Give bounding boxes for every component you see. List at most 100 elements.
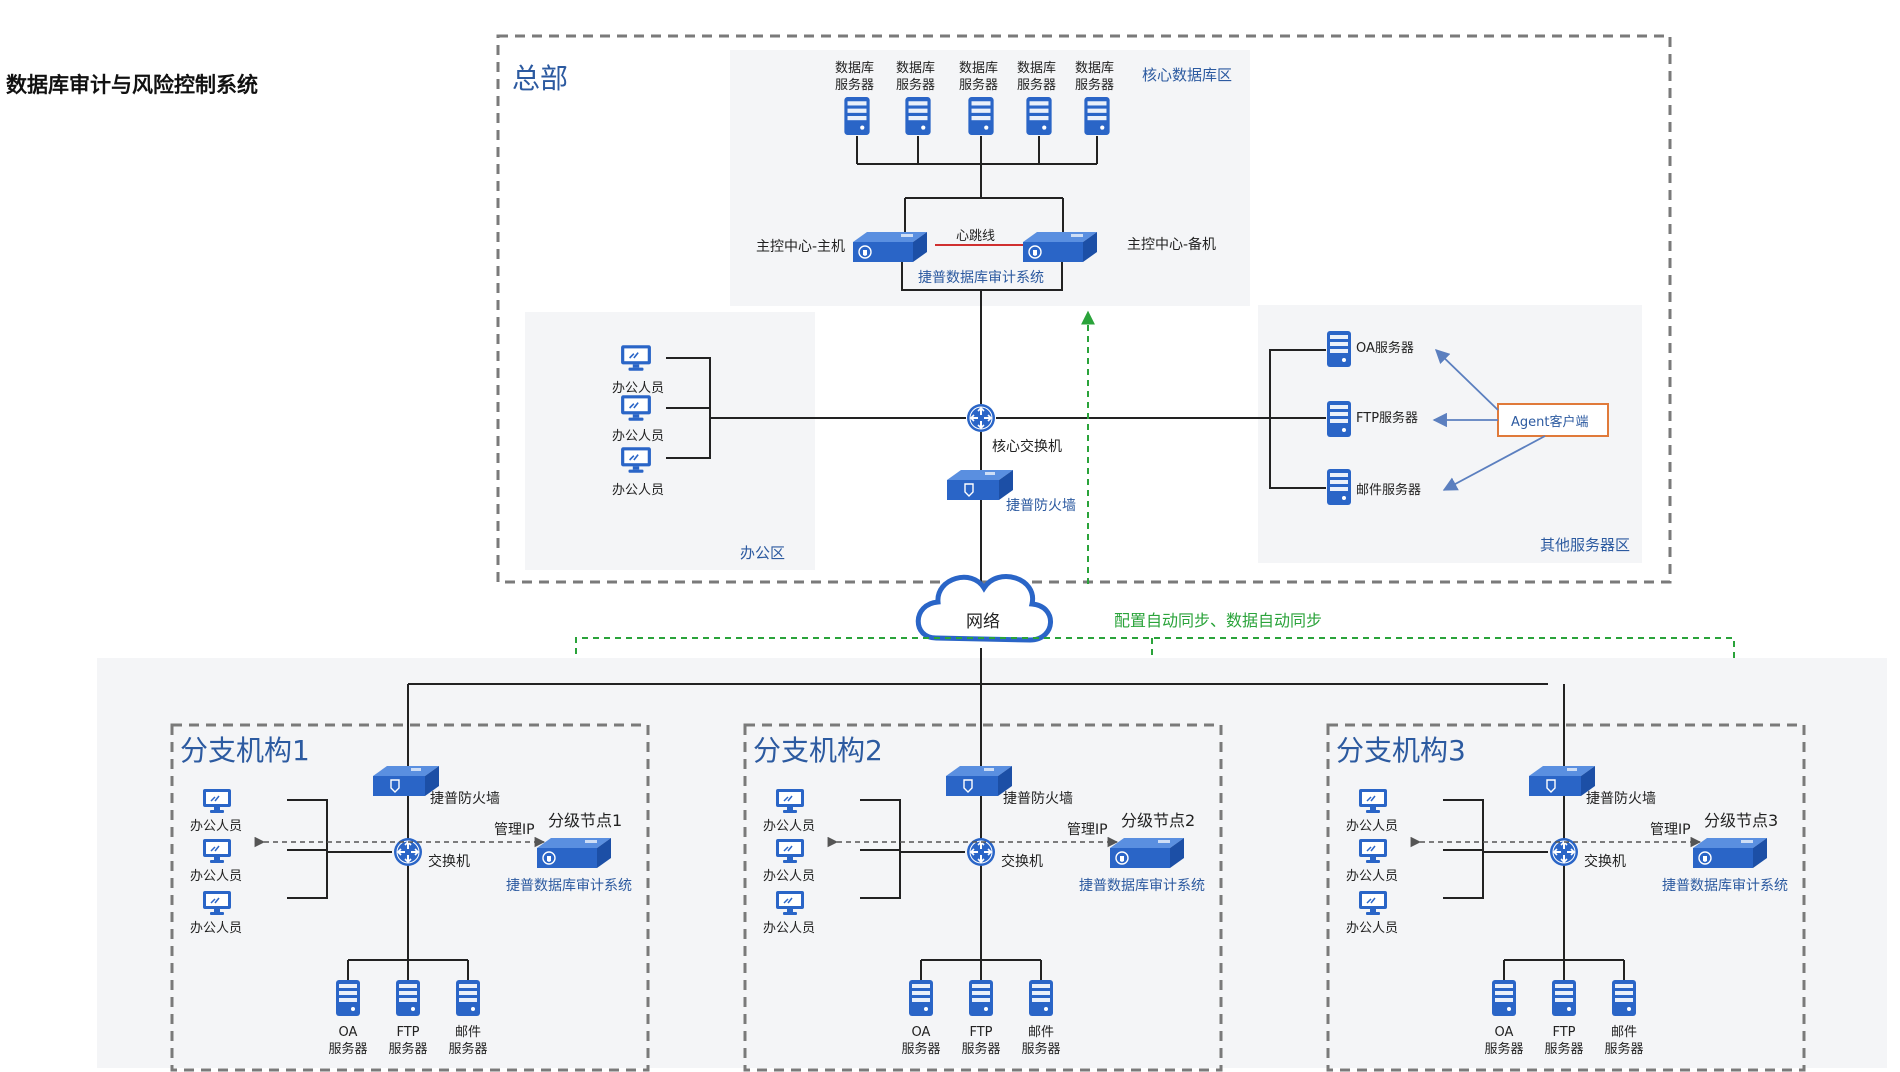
router-icon bbox=[966, 403, 996, 433]
branch-switch-label: 交换机 bbox=[428, 853, 470, 870]
oa-server-label: OA服务器 bbox=[1356, 340, 1414, 356]
server-icon bbox=[396, 980, 420, 1016]
audit-device-icon bbox=[536, 837, 612, 869]
office-staff-label: 办公人员 bbox=[763, 869, 815, 884]
branch-audit-label: 捷普数据库审计系统 bbox=[1079, 878, 1205, 894]
db-server-label-line2: 服务器 bbox=[896, 77, 935, 93]
branch-server-label-line1: OA bbox=[1495, 1025, 1514, 1040]
branch-server-label-line1: OA bbox=[912, 1025, 931, 1040]
db-server-label-line1: 数据库 bbox=[835, 60, 874, 76]
core-db-zone bbox=[730, 50, 1250, 306]
branch-node-label: 分级节点3 bbox=[1704, 811, 1778, 830]
branch-server-label-line2: 服务器 bbox=[1544, 1041, 1583, 1057]
hq-audit-system-label: 捷普数据库审计系统 bbox=[918, 270, 1044, 286]
other-servers-zone-label: 其他服务器区 bbox=[1540, 536, 1630, 554]
branch-node-label: 分级节点1 bbox=[548, 811, 622, 830]
branch-firewall-label: 捷普防火墙 bbox=[430, 791, 500, 807]
server-icon bbox=[1327, 469, 1351, 505]
server-icon bbox=[1029, 980, 1053, 1016]
server-icon bbox=[1612, 980, 1636, 1016]
branch-switch-label: 交换机 bbox=[1584, 853, 1626, 870]
office-staff-label: 办公人员 bbox=[1346, 819, 1398, 834]
branch-firewall-label: 捷普防火墙 bbox=[1003, 791, 1073, 807]
branch-server-label-line1: 邮件 bbox=[1028, 1025, 1054, 1040]
office-staff-label: 办公人员 bbox=[763, 819, 815, 834]
hq-zone: 总部 核心数据库区 办公区 其他服务器区 bbox=[496, 34, 1672, 584]
branch-audit-label: 捷普数据库审计系统 bbox=[1662, 878, 1788, 894]
hq-other-servers-group: OA服务器 FTP服务器 邮件服务器 bbox=[1327, 331, 1421, 505]
mgmt-ip-label: 管理IP bbox=[1067, 822, 1108, 838]
branch-server-label-line2: 服务器 bbox=[961, 1041, 1000, 1057]
server-icon bbox=[905, 97, 931, 135]
office-staff-label: 办公人员 bbox=[763, 921, 815, 936]
db-server-label-line1: 数据库 bbox=[896, 60, 935, 76]
office-staff-label: 办公人员 bbox=[190, 921, 242, 936]
office-staff-label: 办公人员 bbox=[612, 483, 664, 498]
branch-server-label-line1: FTP bbox=[1552, 1025, 1575, 1040]
mgmt-ip-label: 管理IP bbox=[1650, 822, 1691, 838]
page-title: 数据库审计与风险控制系统 bbox=[6, 73, 258, 97]
db-server-label-line2: 服务器 bbox=[959, 77, 998, 93]
mgmt-ip-label: 管理IP bbox=[494, 822, 535, 838]
branch-title: 分支机构2 bbox=[753, 734, 883, 767]
office-staff-label: 办公人员 bbox=[612, 429, 664, 444]
branch-server-label-line1: 邮件 bbox=[455, 1025, 481, 1040]
branch-server-label-line2: 服务器 bbox=[328, 1041, 367, 1057]
hq-firewall-label: 捷普防火墙 bbox=[1006, 498, 1076, 514]
office-staff-label: 办公人员 bbox=[190, 869, 242, 884]
audit-device-icon bbox=[1022, 231, 1098, 263]
audit-device-icon bbox=[1109, 837, 1185, 869]
branch-node-label: 分级节点2 bbox=[1121, 811, 1195, 830]
server-icon bbox=[844, 97, 870, 135]
server-icon bbox=[336, 980, 360, 1016]
server-icon bbox=[456, 980, 480, 1016]
hq-office-staff-group: 办公人员 办公人员 办公人员 bbox=[612, 344, 664, 498]
hq-title: 总部 bbox=[512, 62, 568, 95]
backup-label: 主控中心-备机 bbox=[1127, 236, 1216, 253]
db-server-label-line2: 服务器 bbox=[1017, 77, 1056, 93]
branch-title: 分支机构3 bbox=[1336, 734, 1466, 767]
agent-client-box bbox=[1497, 403, 1609, 437]
firewall-device-icon bbox=[946, 469, 1014, 501]
branch-server-label-line1: FTP bbox=[969, 1025, 992, 1040]
db-server-label-line1: 数据库 bbox=[1075, 60, 1114, 76]
db-server-label-line1: 数据库 bbox=[959, 60, 998, 76]
branch-server-label-line2: 服务器 bbox=[448, 1041, 487, 1057]
db-server-label-line1: 数据库 bbox=[1017, 60, 1056, 76]
core-db-zone-label: 核心数据库区 bbox=[1142, 66, 1232, 84]
mail-server-label: 邮件服务器 bbox=[1356, 482, 1421, 498]
cloud-icon bbox=[915, 574, 1053, 643]
branch-switch-label: 交换机 bbox=[1001, 853, 1043, 870]
server-icon bbox=[909, 980, 933, 1016]
server-icon bbox=[1327, 331, 1351, 367]
server-icon bbox=[1552, 980, 1576, 1016]
branch-server-label-line2: 服务器 bbox=[1484, 1041, 1523, 1057]
office-staff-label: 办公人员 bbox=[1346, 869, 1398, 884]
server-icon bbox=[1492, 980, 1516, 1016]
ftp-server-label: FTP服务器 bbox=[1356, 410, 1418, 426]
db-server-label-line2: 服务器 bbox=[835, 77, 874, 93]
server-icon bbox=[1026, 97, 1052, 135]
branch-server-label-line1: FTP bbox=[396, 1025, 419, 1040]
branch-audit-label: 捷普数据库审计系统 bbox=[506, 878, 632, 894]
branch-server-label-line2: 服务器 bbox=[1604, 1041, 1643, 1057]
core-switch-label: 核心交换机 bbox=[992, 438, 1062, 455]
office-staff-label: 办公人员 bbox=[1346, 921, 1398, 936]
branch-server-label-line1: OA bbox=[339, 1025, 358, 1040]
server-icon bbox=[1084, 97, 1110, 135]
server-icon bbox=[969, 980, 993, 1016]
db-server-label-line2: 服务器 bbox=[1075, 77, 1114, 93]
branch-server-label-line2: 服务器 bbox=[901, 1041, 940, 1057]
network-label: 网络 bbox=[966, 612, 1000, 632]
agent-client-label: Agent客户端 bbox=[1511, 414, 1588, 430]
office-zone-label: 办公区 bbox=[740, 544, 785, 562]
branch-server-label-line1: 邮件 bbox=[1611, 1025, 1637, 1040]
office-staff-label: 办公人员 bbox=[190, 819, 242, 834]
audit-device-icon bbox=[852, 231, 928, 263]
server-icon bbox=[1327, 401, 1351, 437]
